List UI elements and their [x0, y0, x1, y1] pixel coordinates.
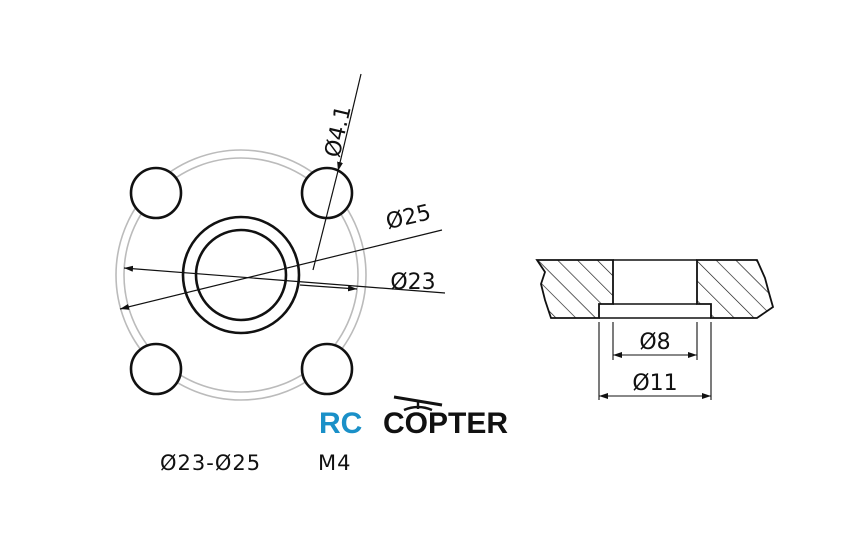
caption: Ø23-Ø25 M4 — [160, 451, 351, 475]
inner-dimension-arrow-right — [299, 284, 358, 292]
hole-dimension-leader — [337, 73, 362, 172]
hole-dimension-label: Ø4.1 — [321, 103, 357, 160]
outer-dimension-line — [119, 229, 443, 310]
logo-rc-text: RC — [319, 407, 362, 440]
hole-dimension-extension — [312, 170, 339, 271]
boss-outer-circle — [181, 215, 301, 335]
logo-copter-text: COPTER — [383, 407, 508, 440]
outer-circle-25 — [115, 149, 367, 401]
mount-hole-bottom-left — [129, 342, 183, 396]
outer-dimension-label: Ø25 — [384, 200, 434, 235]
inner-dimension-line — [123, 265, 446, 294]
counterbore-dimension-label: Ø11 — [632, 371, 677, 396]
caption-thread: M4 — [318, 451, 351, 475]
caption-range: Ø23-Ø25 — [160, 451, 261, 475]
outer-circle-23 — [123, 157, 359, 393]
section-hatch-left — [535, 259, 614, 319]
boss-inner-circle — [194, 228, 288, 322]
inner-dimension-label: Ø23 — [390, 270, 435, 295]
mount-hole-top-right — [300, 166, 354, 220]
front-view: Ø4.1 Ø25 Ø23 — [115, 73, 446, 401]
helicopter-icon — [393, 395, 443, 412]
mount-hole-top-left — [129, 166, 183, 220]
mount-hole-bottom-right — [300, 342, 354, 396]
rc-copter-logo: RC COPTER — [319, 395, 508, 440]
section-view: Ø8 Ø11 — [535, 259, 775, 400]
bore-dimension-label: Ø8 — [639, 330, 670, 355]
section-hatch-right — [696, 259, 775, 319]
